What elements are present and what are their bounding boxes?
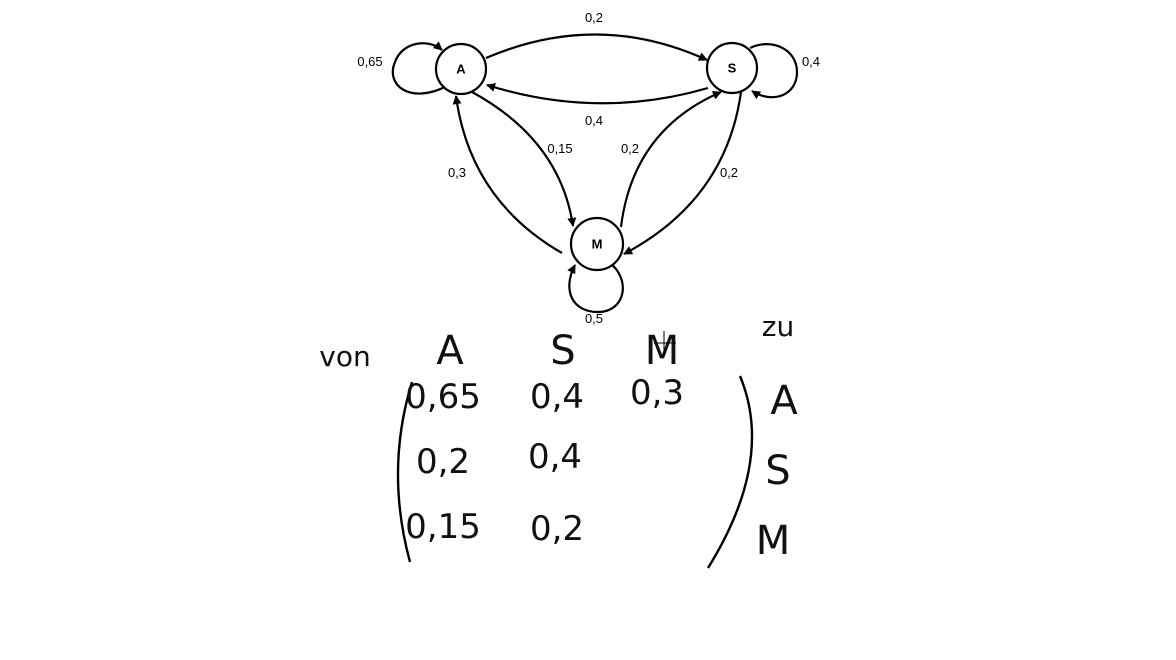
edge-a-to-m xyxy=(471,91,577,227)
matrix-cell-r2-c1: 0,2 xyxy=(416,442,470,482)
matrix-cell-r1-c1: 0,65 xyxy=(405,377,481,417)
matrix-cell-r1-c3: 0,3 xyxy=(630,373,684,413)
row-header-m: M xyxy=(756,518,791,564)
matrix-cell-r2-c2: 0,4 xyxy=(528,437,582,477)
edge-label-m-self: 0,5 xyxy=(585,311,603,326)
node-a: A xyxy=(434,42,488,96)
edge-label-m-to-s: 0,2 xyxy=(621,141,639,156)
node-m-label: M xyxy=(592,237,603,252)
edge-label-s-to-m: 0,2 xyxy=(720,165,738,180)
edge-label-s-to-a: 0,4 xyxy=(585,113,603,128)
edge-label-m-to-a: 0,3 xyxy=(448,165,466,180)
edge-m-to-s xyxy=(619,90,722,228)
row-header-s: S xyxy=(765,448,790,494)
node-m: M xyxy=(569,216,625,272)
node-s: S xyxy=(705,41,759,95)
cursor-crosshair-icon xyxy=(654,331,676,355)
matrix-cell-r3-c2: 0,2 xyxy=(530,509,584,549)
to-label: zu xyxy=(762,310,794,343)
edge-a-to-s xyxy=(485,33,708,61)
matrix-right-bracket xyxy=(706,375,754,569)
node-s-label: S xyxy=(728,61,737,76)
matrix-cell-r1-c2: 0,4 xyxy=(530,377,584,417)
row-header-a: A xyxy=(770,378,798,424)
edge-label-s-self: 0,4 xyxy=(802,54,820,69)
edge-a-self-loop xyxy=(391,41,448,95)
edge-label-a-self: 0,65 xyxy=(357,54,382,69)
edge-s-to-a xyxy=(486,83,709,105)
handwritten-matrix: von zu A S M 0,65 0,4 0,3 0,2 0,4 0,15 0… xyxy=(319,310,798,569)
column-header-s: S xyxy=(550,328,575,374)
edge-m-self-loop xyxy=(567,261,624,314)
edge-m-to-a xyxy=(452,95,563,254)
column-header-a: A xyxy=(436,328,464,374)
edge-label-a-to-m: 0,15 xyxy=(547,141,572,156)
edge-s-to-m xyxy=(623,91,743,255)
edge-label-a-to-s: 0,2 xyxy=(585,10,603,25)
edge-s-self-loop xyxy=(749,43,799,100)
matrix-left-bracket xyxy=(396,381,414,563)
node-a-label: A xyxy=(456,62,466,77)
from-label: von xyxy=(319,340,370,373)
column-header-m: M xyxy=(645,328,680,374)
matrix-cell-r3-c1: 0,15 xyxy=(405,507,481,547)
